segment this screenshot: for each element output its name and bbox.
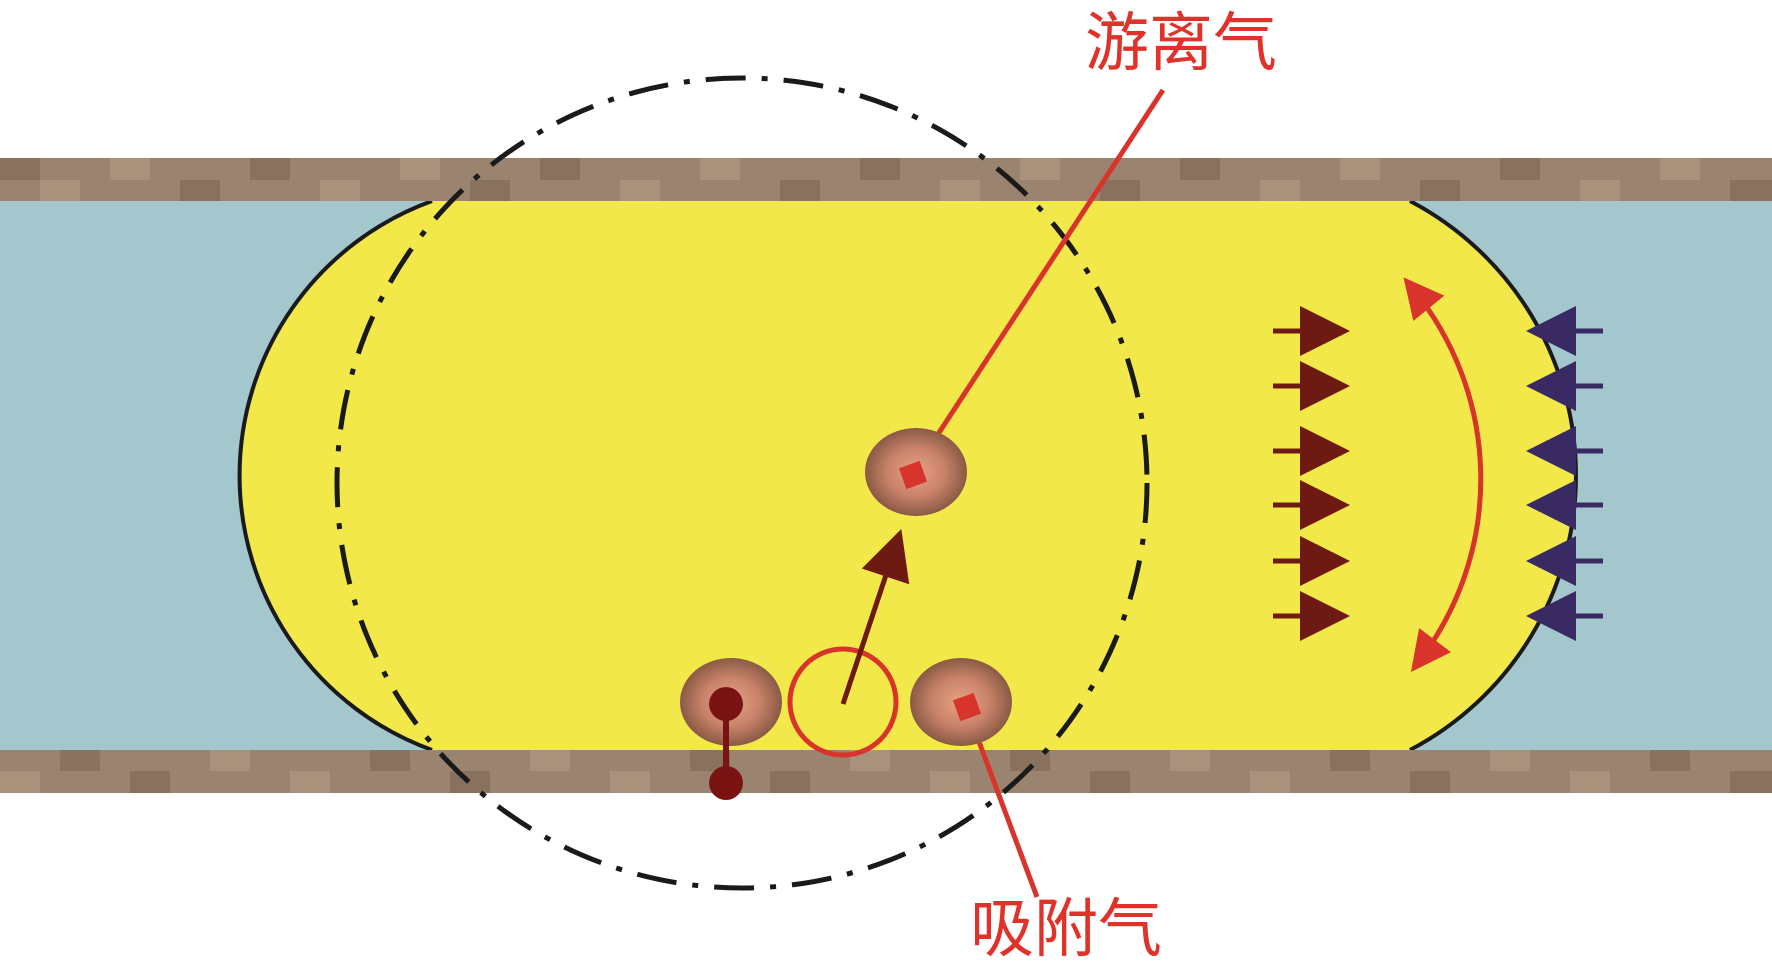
- desorption-arrow: [840, 529, 910, 705]
- adsorption-bond: [709, 687, 743, 800]
- water-pressure-arrows: [1526, 306, 1603, 641]
- meniscus-double-arrow: [1403, 277, 1484, 672]
- gas-pressure-arrows: [1273, 306, 1350, 641]
- gas-zone-left-meniscus: [237, 199, 433, 752]
- red-circle-icon: [787, 646, 899, 758]
- dash-dot-boundary-circle: [334, 75, 1150, 891]
- red-square-icon: [898, 460, 928, 490]
- free-gas-label: 游离气: [1085, 7, 1277, 81]
- top-pore-wall: [0, 158, 1772, 201]
- free-gas-leader-line: [909, 88, 1166, 476]
- adsorbed-gas-label: 吸附气: [970, 893, 1162, 967]
- red-square-icon: [952, 692, 982, 722]
- bottom-pore-wall: [0, 750, 1772, 793]
